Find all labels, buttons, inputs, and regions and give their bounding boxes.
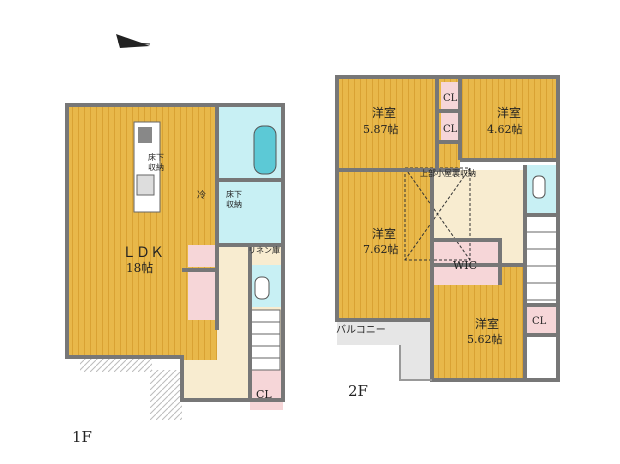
closet-2f-1-label: CL [443,93,458,104]
room-d-name: 洋室 [475,316,499,331]
stove-icon [138,127,152,143]
closet-2f-3 [525,305,558,335]
floor-1: 床下 収納 冷 床下 収納 リネン庫 ＬＤＫ 18帖 CL 1F [65,103,285,446]
underfloor-storage-label-1b: 収納 [148,162,164,172]
fridge-label: 冷 [197,189,206,201]
room-c-name: 洋室 [372,226,396,241]
floor-1-label: 1F [72,428,92,446]
room-b-size: 4.62帖 [487,123,523,136]
closet-2f-1 [441,82,460,110]
wic-label: WIC [453,259,477,272]
balcony [337,320,432,380]
linen-closet-label: リネン庫 [248,245,280,255]
closet-2f-3-label: CL [532,316,547,327]
ldk-name: ＬＤＫ [122,245,164,261]
attic-outline [404,167,471,261]
room-b-name: 洋室 [497,105,521,120]
room-a-size: 5.87帖 [363,123,399,136]
terrace [80,358,152,372]
storage-2 [188,270,216,320]
underfloor-storage-label-1a: 床下 [148,152,164,162]
floor-2: 洋室 5.87帖 洋室 4.62帖 洋室 7.62帖 洋室 5.62帖 CL C… [335,75,560,400]
stairs-2f [524,214,559,301]
floor-2-label: 2F [348,382,368,400]
bathroom [217,105,283,245]
room-a [337,77,437,170]
closet-1f-label: CL [256,388,272,401]
porch [150,370,182,420]
toilet-icon [532,175,546,199]
entrance [182,360,250,400]
room-a-name: 洋室 [372,105,396,120]
underfloor-storage-label-2a: 床下 [226,189,242,199]
room-c-size: 7.62帖 [363,243,399,256]
toilet-icon [254,276,270,300]
bathtub-icon [253,125,277,175]
stairs-1f [249,309,281,371]
storage-1 [188,245,216,267]
closet-2f-2-label: CL [443,124,458,135]
underfloor-storage-label-2b: 収納 [226,199,242,209]
room-d-size: 5.62帖 [467,333,503,346]
room-c [337,170,432,320]
ldk-size: 18帖 [126,260,153,275]
wic [432,240,500,285]
room-b [460,77,558,160]
closet-2f-2 [441,113,460,141]
closet-1f [250,370,283,410]
balcony-label: バルコニー [336,324,386,336]
sink-icon [136,174,155,196]
compass-icon [116,27,151,57]
attic-storage-label: 上部小屋裏収納 [420,168,476,178]
